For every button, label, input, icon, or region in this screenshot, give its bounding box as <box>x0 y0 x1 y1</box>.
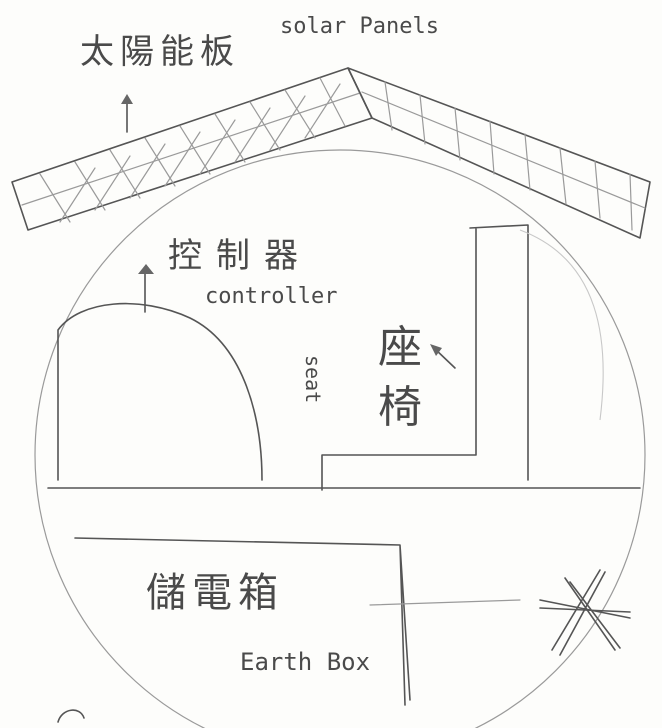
controller-dome <box>57 302 263 481</box>
solar-panels-zh-label: 太陽能板 <box>80 32 240 72</box>
solar-arrow <box>121 94 133 133</box>
earth-box-zh-label: 儲電箱 <box>146 570 284 616</box>
earth-box-outline <box>74 537 411 706</box>
seat-arrow <box>430 344 456 369</box>
seat-outline <box>321 224 529 491</box>
seat-zh-label: 座椅 <box>378 322 422 433</box>
controller-arrow <box>138 264 154 313</box>
outer-circle <box>34 149 646 728</box>
controller-en-label: controller <box>205 284 338 309</box>
right-solar-panel <box>347 67 651 239</box>
solar-panels-en-label: solar Panels <box>280 14 439 39</box>
earth-box-en-label: Earth Box <box>240 648 371 676</box>
controller-zh-label: 控制器 <box>168 236 312 276</box>
fan-symbol-icon <box>539 569 631 656</box>
seat-en-label: seat <box>301 355 325 404</box>
left-solar-panel <box>11 67 373 231</box>
